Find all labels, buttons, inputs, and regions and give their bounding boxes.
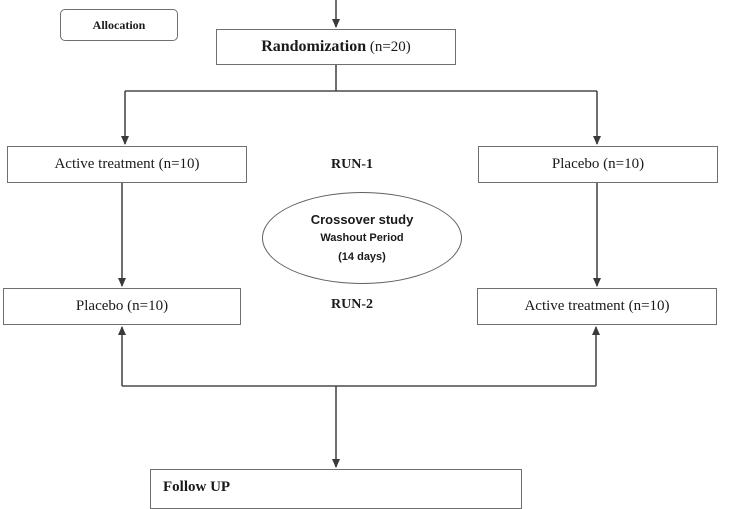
run-1-label: RUN-1 [331,157,373,172]
right-bottom-label: Active treatment (n=10) [524,298,670,314]
right-top-label: Placebo (n=10) [551,156,645,172]
left-bottom-box: Placebo (n=10) [3,288,241,325]
left-bottom-label: Placebo (n=10) [75,298,169,314]
randomization-count: (n=20) [366,38,411,55]
run-2-label: RUN-2 [331,297,373,312]
follow-up-label: Follow UP [163,479,231,495]
follow-up-box: Follow UP [150,469,522,509]
left-top-label: Active treatment (n=10) [54,156,200,172]
right-top-box: Placebo (n=10) [478,146,718,183]
randomization-box: Randomization (n=20) [216,29,456,65]
allocation-label: Allocation [60,9,178,41]
randomization-title: Randomization [261,38,367,55]
crossover-line-3: (14 days) [338,250,386,263]
right-bottom-box: Active treatment (n=10) [477,288,717,325]
crossover-line-1: Crossover study [310,211,414,227]
crossover-line-2: Washout Period [320,231,404,244]
crossover-washout-ellipse: Crossover study Washout Period (14 days) [262,192,462,284]
left-top-box: Active treatment (n=10) [7,146,247,183]
